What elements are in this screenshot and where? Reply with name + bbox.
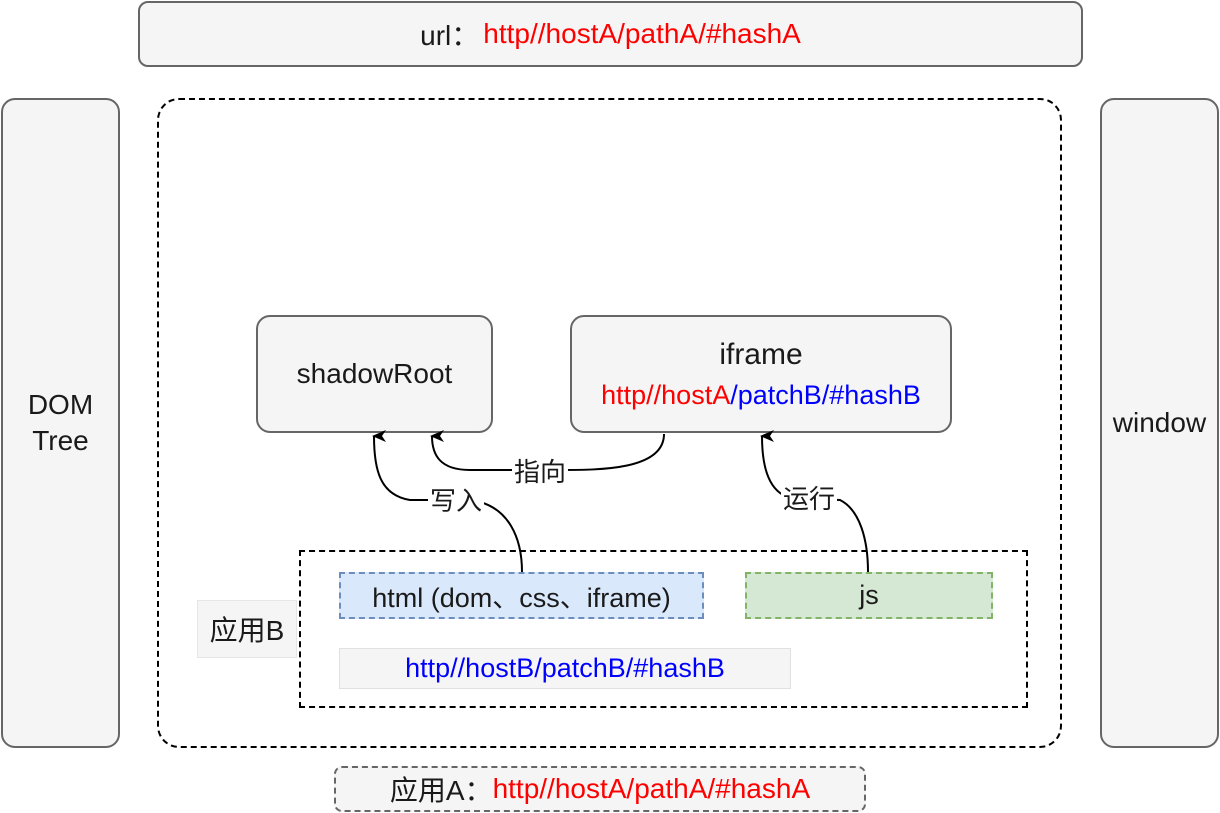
app-b-container [299,550,1028,708]
iframe-url-path: /patchB/#hashB [730,379,921,410]
edge-label-write-in: 写入 [428,486,485,516]
js-block-text: js [859,580,879,610]
app-b-label-text: 应用B [209,615,285,646]
html-block-text: html (dom、css、iframe) [372,583,671,613]
app-b-url-text: http//hostB/patchB/#hashB [405,653,725,683]
edge-label-run: 运行 [781,484,838,514]
html-block: html (dom、css、iframe) [339,572,704,619]
dom-tree-line2: Tree [32,425,89,456]
app-a-label-text: 应用A： [389,775,493,806]
shadow-root-box: shadowRoot [256,315,493,433]
iframe-url: http//hostA/patchB/#hashB [601,380,921,411]
url-label: url： [420,20,480,51]
iframe-box: iframe http//hostA/patchB/#hashB [570,315,952,433]
js-block: js [745,572,993,619]
dom-tree-line1: DOM [27,389,94,420]
app-a-container [157,98,1062,748]
iframe-title: iframe [719,337,803,371]
edge-label-point-to: 指向 [512,457,569,487]
app-b-label: 应用B [197,600,297,658]
dom-tree-box: DOM Tree [1,98,120,748]
app-a-url: http//hostA/pathA/#hashA [492,773,811,804]
window-box: window [1100,98,1219,748]
shadow-root-label: shadowRoot [296,358,453,389]
url-bar: url： http//hostA/pathA/#hashA [138,1,1083,67]
app-a-label: 应用A： http//hostA/pathA/#hashA [334,766,866,812]
window-label: window [1112,407,1207,438]
url-value: http//hostA/pathA/#hashA [483,18,801,49]
iframe-url-host: http//hostA [601,379,731,410]
app-b-url: http//hostB/patchB/#hashB [339,648,791,689]
